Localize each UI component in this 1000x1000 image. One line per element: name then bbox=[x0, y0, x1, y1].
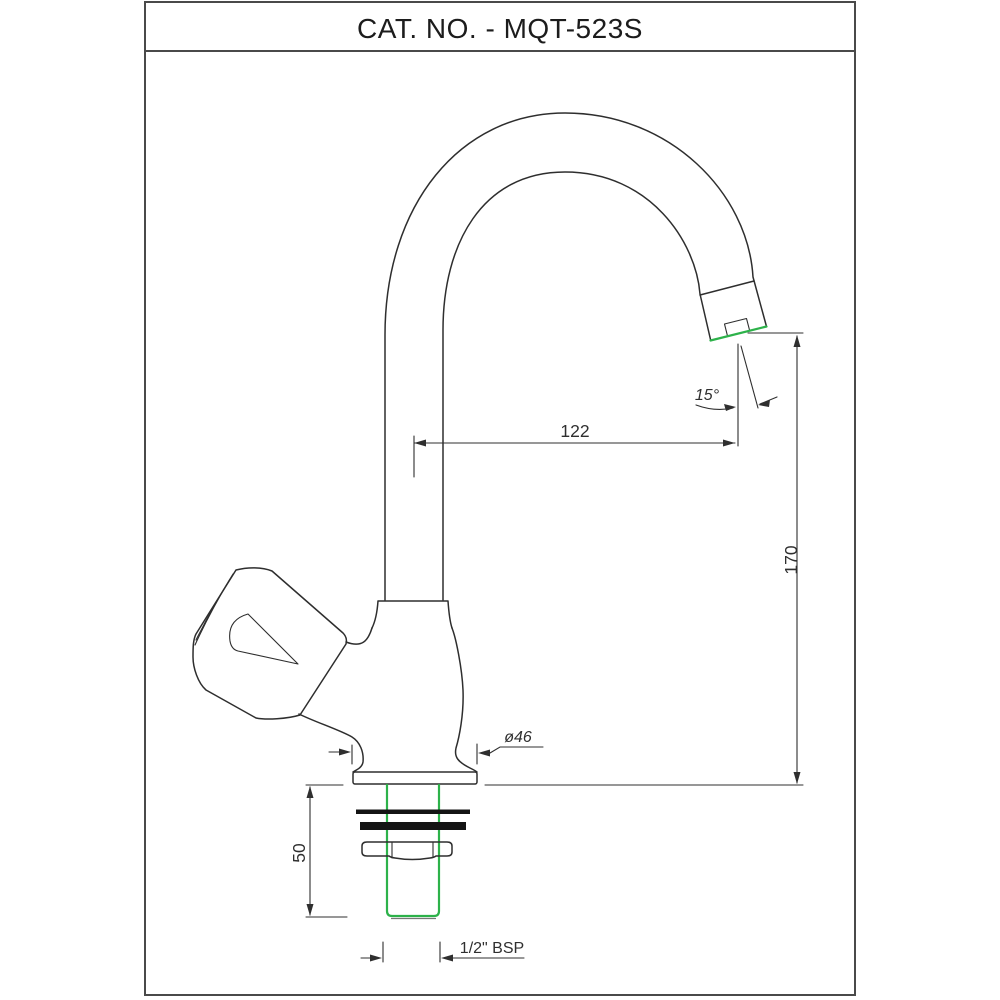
dim-label-122: 122 bbox=[560, 421, 589, 441]
outlet-angled-line bbox=[740, 345, 759, 409]
arrowhead bbox=[478, 749, 490, 757]
body-left-stem-lower bbox=[298, 713, 364, 773]
dimension-angle-15: 15° bbox=[695, 343, 778, 447]
mounting-nut bbox=[361, 841, 453, 861]
angle-arrow-tail bbox=[759, 396, 778, 405]
dimension-122: 122 bbox=[413, 421, 736, 478]
handle-groove bbox=[229, 613, 299, 665]
aerator-joint-line bbox=[699, 280, 755, 296]
leader-line bbox=[489, 746, 544, 754]
frame-border bbox=[144, 1, 856, 996]
arrowhead bbox=[723, 439, 735, 447]
arrowhead bbox=[339, 748, 351, 756]
dimension-50: 50 bbox=[289, 784, 348, 918]
dim-label-50: 50 bbox=[289, 843, 309, 863]
dimension-thread-bsp: 1/2" BSP bbox=[360, 940, 525, 963]
base-flange bbox=[352, 771, 478, 785]
arrowhead bbox=[306, 904, 314, 916]
bonnet-collar bbox=[371, 600, 453, 629]
spout-outer-curve bbox=[384, 112, 768, 601]
handle-outline bbox=[192, 567, 348, 720]
dim-label-15: 15° bbox=[695, 387, 720, 404]
washer-thin bbox=[356, 809, 470, 814]
dimension-170: 170 bbox=[484, 332, 804, 786]
spout-outline bbox=[384, 112, 768, 601]
spout-inner-curve bbox=[442, 171, 712, 601]
nut-outline bbox=[361, 841, 453, 861]
shank-thread-outline bbox=[385, 783, 441, 918]
body-outline bbox=[298, 600, 478, 773]
spout-outlet-face bbox=[709, 325, 768, 342]
body-left-stem-upper bbox=[345, 627, 373, 645]
washer-thick bbox=[360, 822, 466, 830]
arrowhead bbox=[724, 404, 736, 411]
arrowhead bbox=[306, 786, 314, 798]
mounting-shank bbox=[385, 783, 441, 920]
handle-rim-line-2 bbox=[194, 578, 231, 646]
arrowhead bbox=[793, 772, 801, 784]
dimension-diameter-46: ø46 bbox=[328, 729, 544, 765]
arrowhead bbox=[793, 335, 801, 347]
rubber-washers bbox=[356, 809, 470, 830]
dim-label-46: ø46 bbox=[504, 729, 532, 746]
handle-knob bbox=[192, 567, 348, 720]
drawing-frame bbox=[144, 1, 856, 996]
arrowhead bbox=[441, 954, 453, 962]
arrowhead bbox=[758, 400, 770, 407]
arrowhead bbox=[370, 954, 382, 962]
dim-label-bsp: 1/2" BSP bbox=[460, 940, 524, 957]
dim-label-170: 170 bbox=[781, 545, 801, 574]
body-right-side bbox=[451, 627, 478, 773]
page-title: CAT. NO. - MQT-523S bbox=[357, 13, 643, 44]
aerator-notch bbox=[723, 317, 751, 337]
arrowhead bbox=[414, 439, 426, 447]
